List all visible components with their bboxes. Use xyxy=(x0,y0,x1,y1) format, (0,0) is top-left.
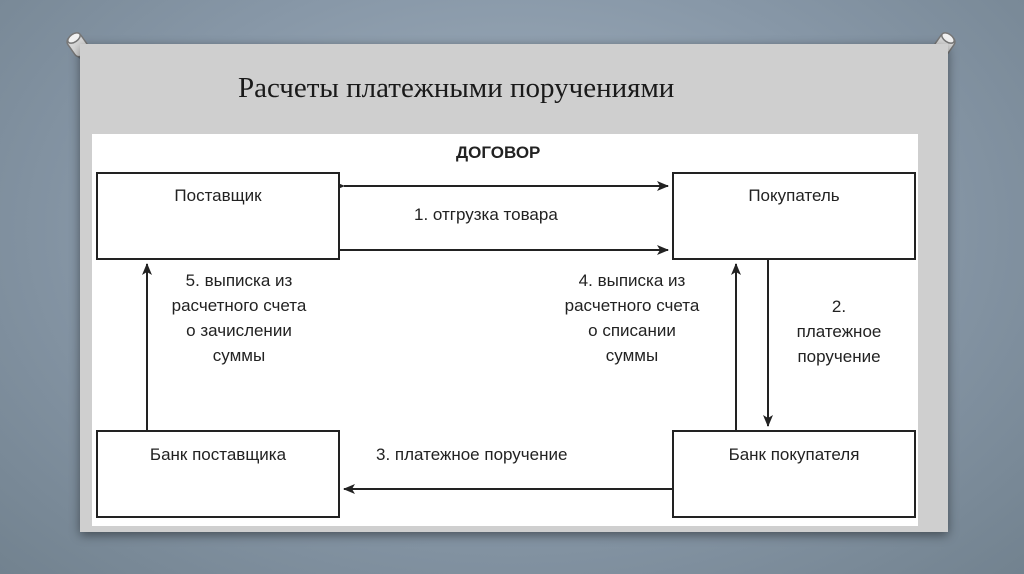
buyer-bank-node: Банк покупателя xyxy=(672,430,916,518)
step-2-label: 2. платежное поручение xyxy=(796,297,882,366)
flow-diagram: ДОГОВОР Поставщик Покупатель Банк постав… xyxy=(92,134,918,526)
diagram-connectors xyxy=(142,181,773,494)
supplier-bank-node: Банк поставщика xyxy=(96,430,340,518)
step-5-label: 5. выписка из расчетного счета о зачисле… xyxy=(171,271,307,365)
buyer-label: Покупатель xyxy=(748,186,840,205)
supplier-node: Поставщик xyxy=(96,172,340,260)
supplier-bank-label: Банк поставщика xyxy=(149,445,287,464)
buyer-bank-label: Банк покупателя xyxy=(728,445,860,464)
supplier-label: Поставщик xyxy=(174,186,262,205)
slide-title: Расчеты платежными поручениями xyxy=(238,72,675,104)
buyer-node: Покупатель xyxy=(672,172,916,260)
contract-label: ДОГОВОР xyxy=(456,143,541,162)
step-3-label: 3. платежное поручение xyxy=(376,445,568,464)
step-1-label: 1. отгрузка товара xyxy=(414,205,558,224)
step-4-label: 4. выписка из расчетного счета о списани… xyxy=(564,271,700,365)
